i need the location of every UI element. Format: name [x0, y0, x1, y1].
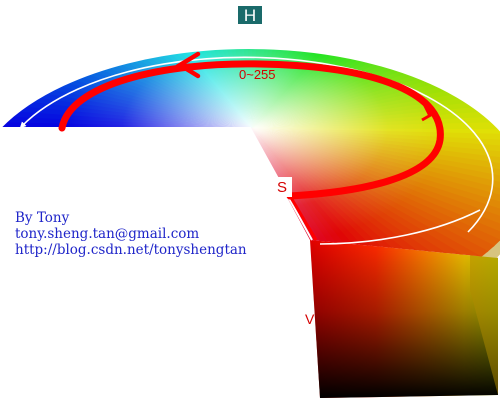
value-wall	[310, 140, 500, 398]
hue-loop-tick	[421, 103, 437, 122]
credit-url: http://blog.csdn.net/tonyshengtan	[15, 242, 247, 258]
saturation-label: S	[277, 179, 287, 196]
hue-guide-outer-rim	[319, 209, 481, 245]
hue-wedge	[49, 128, 252, 258]
hue-wedge	[249, 128, 263, 258]
rim-outline	[0, 47, 500, 259]
credit-author: By Tony	[15, 210, 70, 226]
hue-wedge	[0, 128, 252, 190]
cut-edge	[0, 127, 313, 241]
hue-wedge	[0, 128, 252, 177]
hue-wedge	[0, 128, 252, 184]
value-label: V	[305, 311, 315, 327]
hue-range-label: 0~255	[239, 67, 276, 82]
credit-block: By Tony tony.sheng.tan@gmail.com http://…	[15, 210, 247, 258]
hue-loop-arrowhead	[175, 51, 201, 79]
hue-wedge	[0, 128, 252, 210]
hue-wedge	[0, 128, 252, 197]
credit-email: tony.sheng.tan@gmail.com	[15, 226, 200, 242]
hue-wedge	[0, 128, 252, 142]
saturation-label-bg	[272, 177, 292, 197]
hue-wedge	[65, 128, 252, 258]
hue-wedge	[0, 128, 252, 222]
hue-wedge	[0, 128, 252, 170]
hue-wedge	[0, 128, 252, 149]
hue-wedge	[0, 128, 252, 216]
hue-label-bg	[238, 6, 262, 24]
hue-wedge	[57, 128, 252, 258]
hue-label: H	[244, 6, 256, 25]
hue-wedge	[0, 128, 252, 203]
saturation-line	[288, 195, 318, 241]
hue-loop-arrow	[58, 60, 444, 200]
hue-wedge	[0, 128, 252, 163]
hue-wedge	[0, 128, 252, 156]
